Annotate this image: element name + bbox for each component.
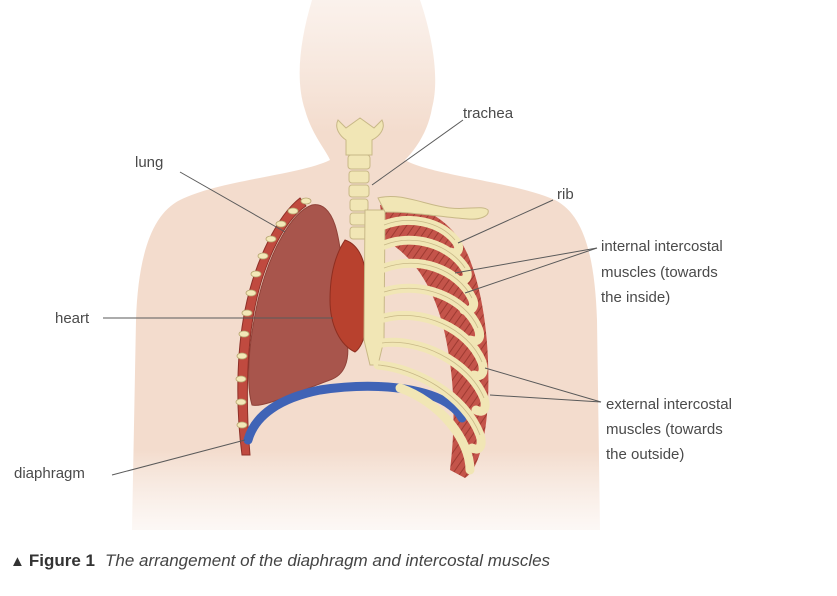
label-external-intercostal-3: the outside) <box>606 446 684 463</box>
figure-label: Figure 1 <box>29 551 95 570</box>
caption-text: The arrangement of the diaphragm and int… <box>105 551 550 570</box>
figure-caption: ▲Figure 1 The arrangement of the diaphrag… <box>10 551 550 571</box>
label-internal-intercostal-3: the inside) <box>601 289 670 306</box>
label-rib: rib <box>557 186 574 203</box>
label-internal-intercostal-2: muscles (towards <box>601 264 718 281</box>
label-internal-intercostal-1: internal intercostal <box>601 238 723 255</box>
label-trachea: trachea <box>463 105 514 122</box>
label-external-intercostal-2: muscles (towards <box>606 421 723 438</box>
label-heart: heart <box>55 310 90 327</box>
label-external-intercostal-1: external intercostal <box>606 396 732 413</box>
label-diaphragm: diaphragm <box>14 465 85 482</box>
caption-triangle-icon: ▲ <box>10 553 25 570</box>
label-lung: lung <box>135 154 163 171</box>
